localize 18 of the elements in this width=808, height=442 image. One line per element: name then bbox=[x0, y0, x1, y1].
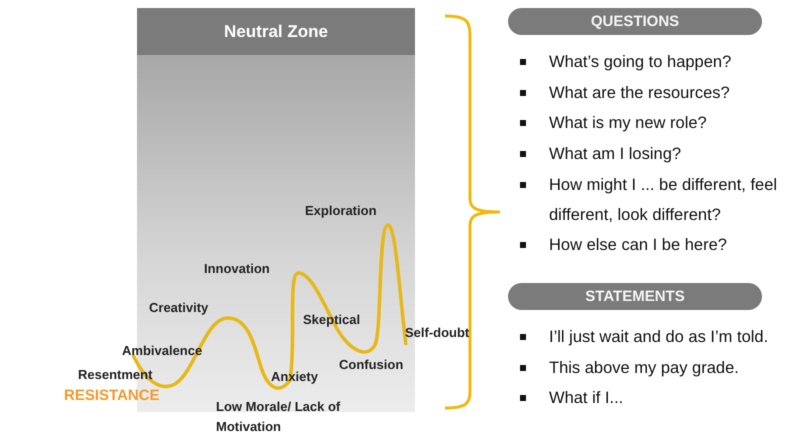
stage-heading: RESISTANCE bbox=[64, 388, 160, 403]
bullet-item: What are the resources? bbox=[520, 78, 799, 108]
stage-label: Innovation bbox=[204, 261, 270, 276]
stage-label: Exploration bbox=[305, 203, 377, 218]
bullet-item: How might I ... be different, feel different, look different? bbox=[520, 170, 799, 230]
stage-label: Low Morale/ Lack of Motivation bbox=[216, 398, 342, 436]
bullet-item: What is my new role? bbox=[520, 108, 799, 138]
panel-heading: Neutral Zone bbox=[137, 8, 415, 55]
stage-label: Creativity bbox=[149, 300, 208, 315]
bullet-item: I’ll just wait and do as I’m told. bbox=[520, 322, 799, 352]
bullet-item: What’s going to happen? bbox=[520, 47, 799, 77]
section-header: QUESTIONS bbox=[508, 8, 762, 35]
bullet-item: How else can I be here? bbox=[520, 230, 799, 260]
bullet-item: What if I... bbox=[520, 383, 799, 413]
stage-label: Confusion bbox=[339, 357, 404, 372]
bullet-item: This above my pay grade. bbox=[520, 353, 799, 383]
bullet-item: What am I losing? bbox=[520, 139, 799, 169]
section-header: STATEMENTS bbox=[508, 283, 762, 310]
